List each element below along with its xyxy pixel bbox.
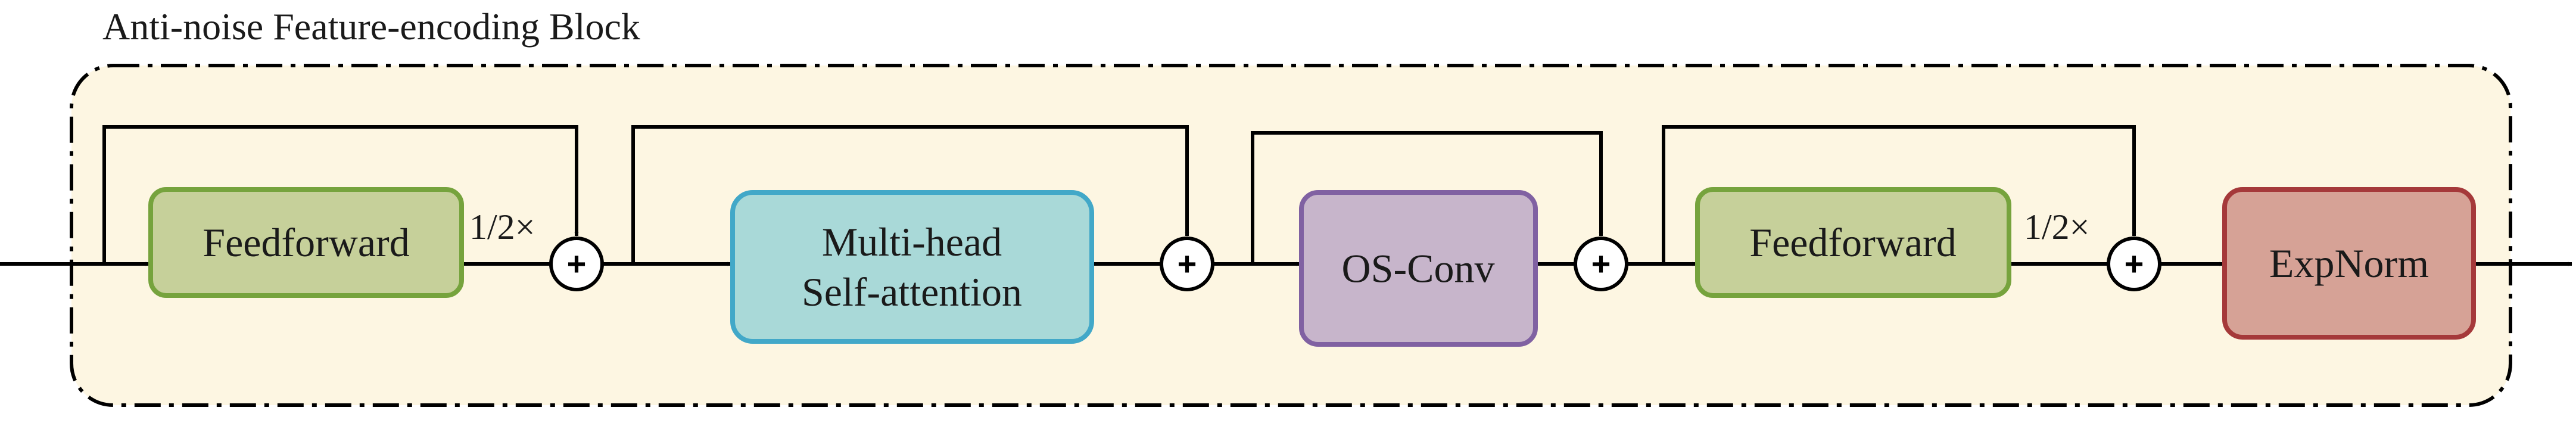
add-node-2: + <box>1160 237 1214 291</box>
block-title: Anti-noise Feature-encoding Block <box>102 5 640 48</box>
svg-text:OS-Conv: OS-Conv <box>1342 246 1495 291</box>
add-symbol: + <box>1591 245 1611 282</box>
block-label-line: Feedforward <box>203 220 409 265</box>
expnorm-block: ExpNorm <box>2222 187 2476 340</box>
skip-connection-4 <box>1662 125 2136 264</box>
block-label-line: Feedforward <box>1749 220 1956 265</box>
add-symbol: + <box>1178 245 1197 282</box>
svg-text:Feedforward: Feedforward <box>203 220 409 265</box>
svg-text:Feedforward: Feedforward <box>1749 220 1956 265</box>
add-symbol: + <box>2125 245 2144 282</box>
skip-connection-1 <box>102 125 579 264</box>
block-label-line: ExpNorm <box>2269 241 2429 286</box>
add-node-1: + <box>549 237 604 291</box>
os-conv-block: OS-Conv <box>1299 190 1538 347</box>
block-label-line: OS-Conv <box>1342 246 1495 291</box>
block-label-line: Self-attention <box>802 269 1022 315</box>
feedforward-block-1: Feedforward <box>148 187 464 298</box>
block-label-line: Multi-head <box>822 219 1002 265</box>
scale-label-1: 1/2× <box>469 207 535 247</box>
add-nodes: + + + + <box>549 237 2161 291</box>
block-container <box>70 64 2512 407</box>
svg-text:ExpNorm: ExpNorm <box>2269 241 2429 286</box>
add-node-3: + <box>1574 237 1628 291</box>
add-node-4: + <box>2107 237 2161 291</box>
add-symbol: + <box>567 245 587 282</box>
skip-connection-3 <box>1251 131 1603 264</box>
feedforward-block-2: Feedforward <box>1695 187 2011 298</box>
skip-connection-2 <box>631 125 1189 264</box>
scale-label-2: 1/2× <box>2024 207 2090 247</box>
connection-lines <box>0 125 2572 266</box>
